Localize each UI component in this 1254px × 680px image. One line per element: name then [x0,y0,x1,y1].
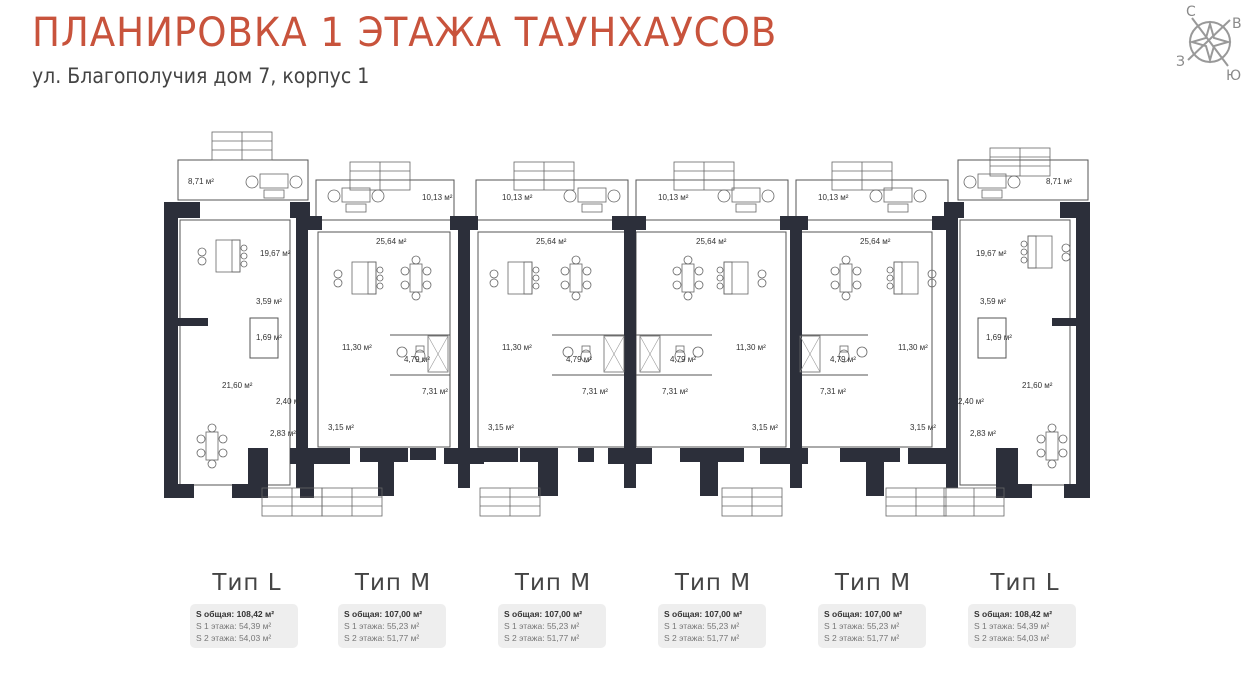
compass-north-label: С [1186,4,1196,20]
unit-4-type-label: Тип M [674,570,752,596]
unit-3-terrace-area: 10,13 м² [502,193,533,202]
unit-3-info-card: S общая: 107,00 м² S 1 этажа: 55,23 м² S… [498,604,606,648]
unit-5-vestibule-area: 3,15 м² [910,423,936,432]
compass-south-label: Ю [1226,68,1242,84]
unit-4-terrace-area: 10,13 м² [658,193,689,202]
floor2-area-label: S 2 этажа: [824,633,865,643]
unit-5-terrace-area: 10,13 м² [818,193,849,202]
floor2-area-value: 51,77 м² [546,633,580,643]
floor2-area-value: 51,77 м² [706,633,740,643]
unit-6-living-area: 19,67 м² [976,249,1007,258]
unit-5-hall-area: 7,31 м² [820,387,846,396]
unit-3-type-label: Тип M [514,570,592,596]
floor1-area-value: 55,23 м² [386,621,420,631]
floor2-area-label: S 2 этажа: [196,633,237,643]
total-area-value: 108,42 м² [1014,609,1053,619]
unit-4-kitchen-area: 11,30 м² [736,343,766,352]
floor1-area-label: S 1 этажа: [974,621,1015,631]
total-area-label: S общая: [664,609,703,619]
floor2-area-value: 51,77 м² [386,633,420,643]
unit-4-living-area: 25,64 м² [696,237,727,246]
floor1-area-label: S 1 этажа: [196,621,237,631]
total-area-value: 107,00 м² [544,609,583,619]
floor1-area-label: S 1 этажа: [344,621,385,631]
page-title: ПЛАНИРОВКА 1 ЭТАЖА ТАУНХАУСОВ [32,10,778,56]
floor1-area-value: 55,23 м² [706,621,740,631]
unit-5-living-area: 25,64 м² [860,237,891,246]
floor-plan: 8,71 м² 19,67 м² 3,59 м² 1,69 м² 21,60 м… [164,131,1090,517]
unit-1-stairs-area: 3,59 м² [256,297,282,306]
floor1-area-label: S 1 этажа: [824,621,865,631]
unit-1-info-card: S общая: 108,42 м² S 1 этажа: 54,39 м² S… [190,604,298,648]
compass-rose-icon [1187,17,1232,67]
unit-3-hall-area: 7,31 м² [582,387,608,396]
floor2-area-label: S 2 этажа: [664,633,705,643]
total-area-value: 107,00 м² [704,609,743,619]
unit-1-kitchen-area: 21,60 м² [222,381,253,390]
total-area-label: S общая: [974,609,1013,619]
floor2-area-label: S 2 этажа: [504,633,545,643]
unit-2-bath-area: 4,79 м² [404,355,430,364]
unit-6-terrace-area: 8,71 м² [1046,177,1072,186]
unit-2-info-card: S общая: 107,00 м² S 1 этажа: 55,23 м² S… [338,604,446,648]
unit-2-vestibule-area: 3,15 м² [328,423,354,432]
floor2-area-label: S 2 этажа: [344,633,385,643]
compass-west-label: З [1176,54,1185,70]
total-area-label: S общая: [344,609,383,619]
total-area-label: S общая: [504,609,543,619]
total-area-label: S общая: [824,609,863,619]
unit-1-terrace-area: 8,71 м² [188,177,214,186]
unit-6-wc-area: 2,40 м² [958,397,984,406]
unit-4-bath-area: 4,79 м² [670,355,696,364]
compass: С В З Ю [1168,2,1252,94]
unit-2-hall-area: 7,31 м² [422,387,448,396]
unit-5-bath-area: 4,79 м² [830,355,856,364]
floor2-area-value: 51,77 м² [866,633,900,643]
compass-east-label: В [1232,16,1242,32]
floor1-area-label: S 1 этажа: [664,621,705,631]
total-area-value: 107,00 м² [384,609,423,619]
floor1-area-value: 54,39 м² [238,621,272,631]
unit-6-stairs-area: 3,59 м² [980,297,1006,306]
unit-1-wc-area: 2,40 м² [276,397,302,406]
unit-3-living-area: 25,64 м² [536,237,567,246]
unit-5-type-label: Тип M [834,570,912,596]
address-subtitle: ул. Благополучия дом 7, корпус 1 [32,64,370,88]
unit-6-info-card: S общая: 108,42 м² S 1 этажа: 54,39 м² S… [968,604,1076,648]
unit-5-info-card: S общая: 107,00 м² S 1 этажа: 55,23 м² S… [818,604,926,648]
floor1-area-value: 55,23 м² [866,621,900,631]
unit-3-bath-area: 4,79 м² [566,355,592,364]
unit-4-info-card: S общая: 107,00 м² S 1 этажа: 55,23 м² S… [658,604,766,648]
unit-6-type-label: Тип L [990,570,1060,596]
unit-2-living-area: 25,64 м² [376,237,407,246]
unit-4-hall-area: 7,31 м² [662,387,688,396]
floor2-area-label: S 2 этажа: [974,633,1015,643]
total-area-value: 107,00 м² [864,609,903,619]
unit-1-living-area: 19,67 м² [260,249,291,258]
unit-3-vestibule-area: 3,15 м² [488,423,514,432]
unit-2-type-label: Тип M [354,570,432,596]
unit-6-storage-area: 1,69 м² [986,333,1012,342]
total-area-value: 108,42 м² [236,609,275,619]
unit-1-type-label: Тип L [212,570,282,596]
unit-2-terrace-area: 10,13 м² [422,193,453,202]
unit-5-kitchen-area: 11,30 м² [898,343,928,352]
unit-2-kitchen-area: 11,30 м² [342,343,372,352]
unit-1-hall-area: 2,83 м² [270,429,296,438]
floor1-area-value: 55,23 м² [546,621,580,631]
unit-1-storage-area: 1,69 м² [256,333,282,342]
floor1-area-value: 54,39 м² [1016,621,1050,631]
floor1-area-label: S 1 этажа: [504,621,545,631]
unit-6-kitchen-area: 21,60 м² [1022,381,1053,390]
unit-6-hall-area: 2,83 м² [970,429,996,438]
floor2-area-value: 54,03 м² [1016,633,1050,643]
total-area-label: S общая: [196,609,235,619]
floor2-area-value: 54,03 м² [238,633,272,643]
unit-4-vestibule-area: 3,15 м² [752,423,778,432]
unit-3-kitchen-area: 11,30 м² [502,343,532,352]
